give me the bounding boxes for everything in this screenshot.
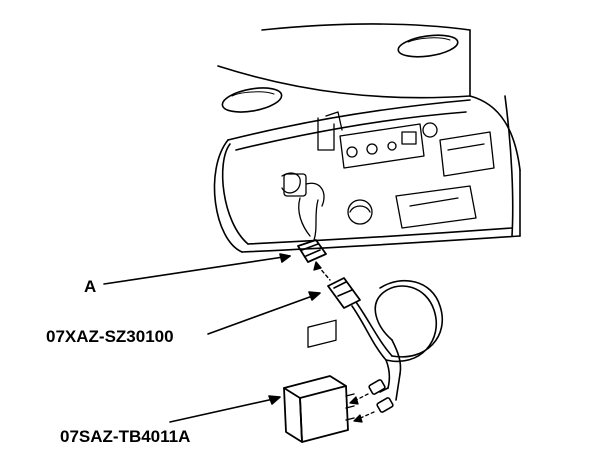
connector-a	[297, 239, 327, 263]
leader-line-part-1	[207, 291, 321, 335]
leader-line-a	[103, 253, 291, 285]
callout-part-2: 07SAZ-TB4011A	[60, 427, 191, 446]
callout-a: A	[84, 277, 97, 296]
internal-components	[281, 111, 495, 241]
callout-part-1: 07XAZ-SZ30100	[46, 327, 174, 346]
adapter-harness	[327, 277, 444, 413]
leader-line-part-2	[169, 395, 281, 423]
test-box	[283, 319, 355, 443]
connection-arrow-a	[313, 261, 331, 281]
air-vents	[221, 34, 459, 113]
connection-arrows-box	[349, 393, 375, 423]
dashboard-panel	[213, 23, 521, 253]
